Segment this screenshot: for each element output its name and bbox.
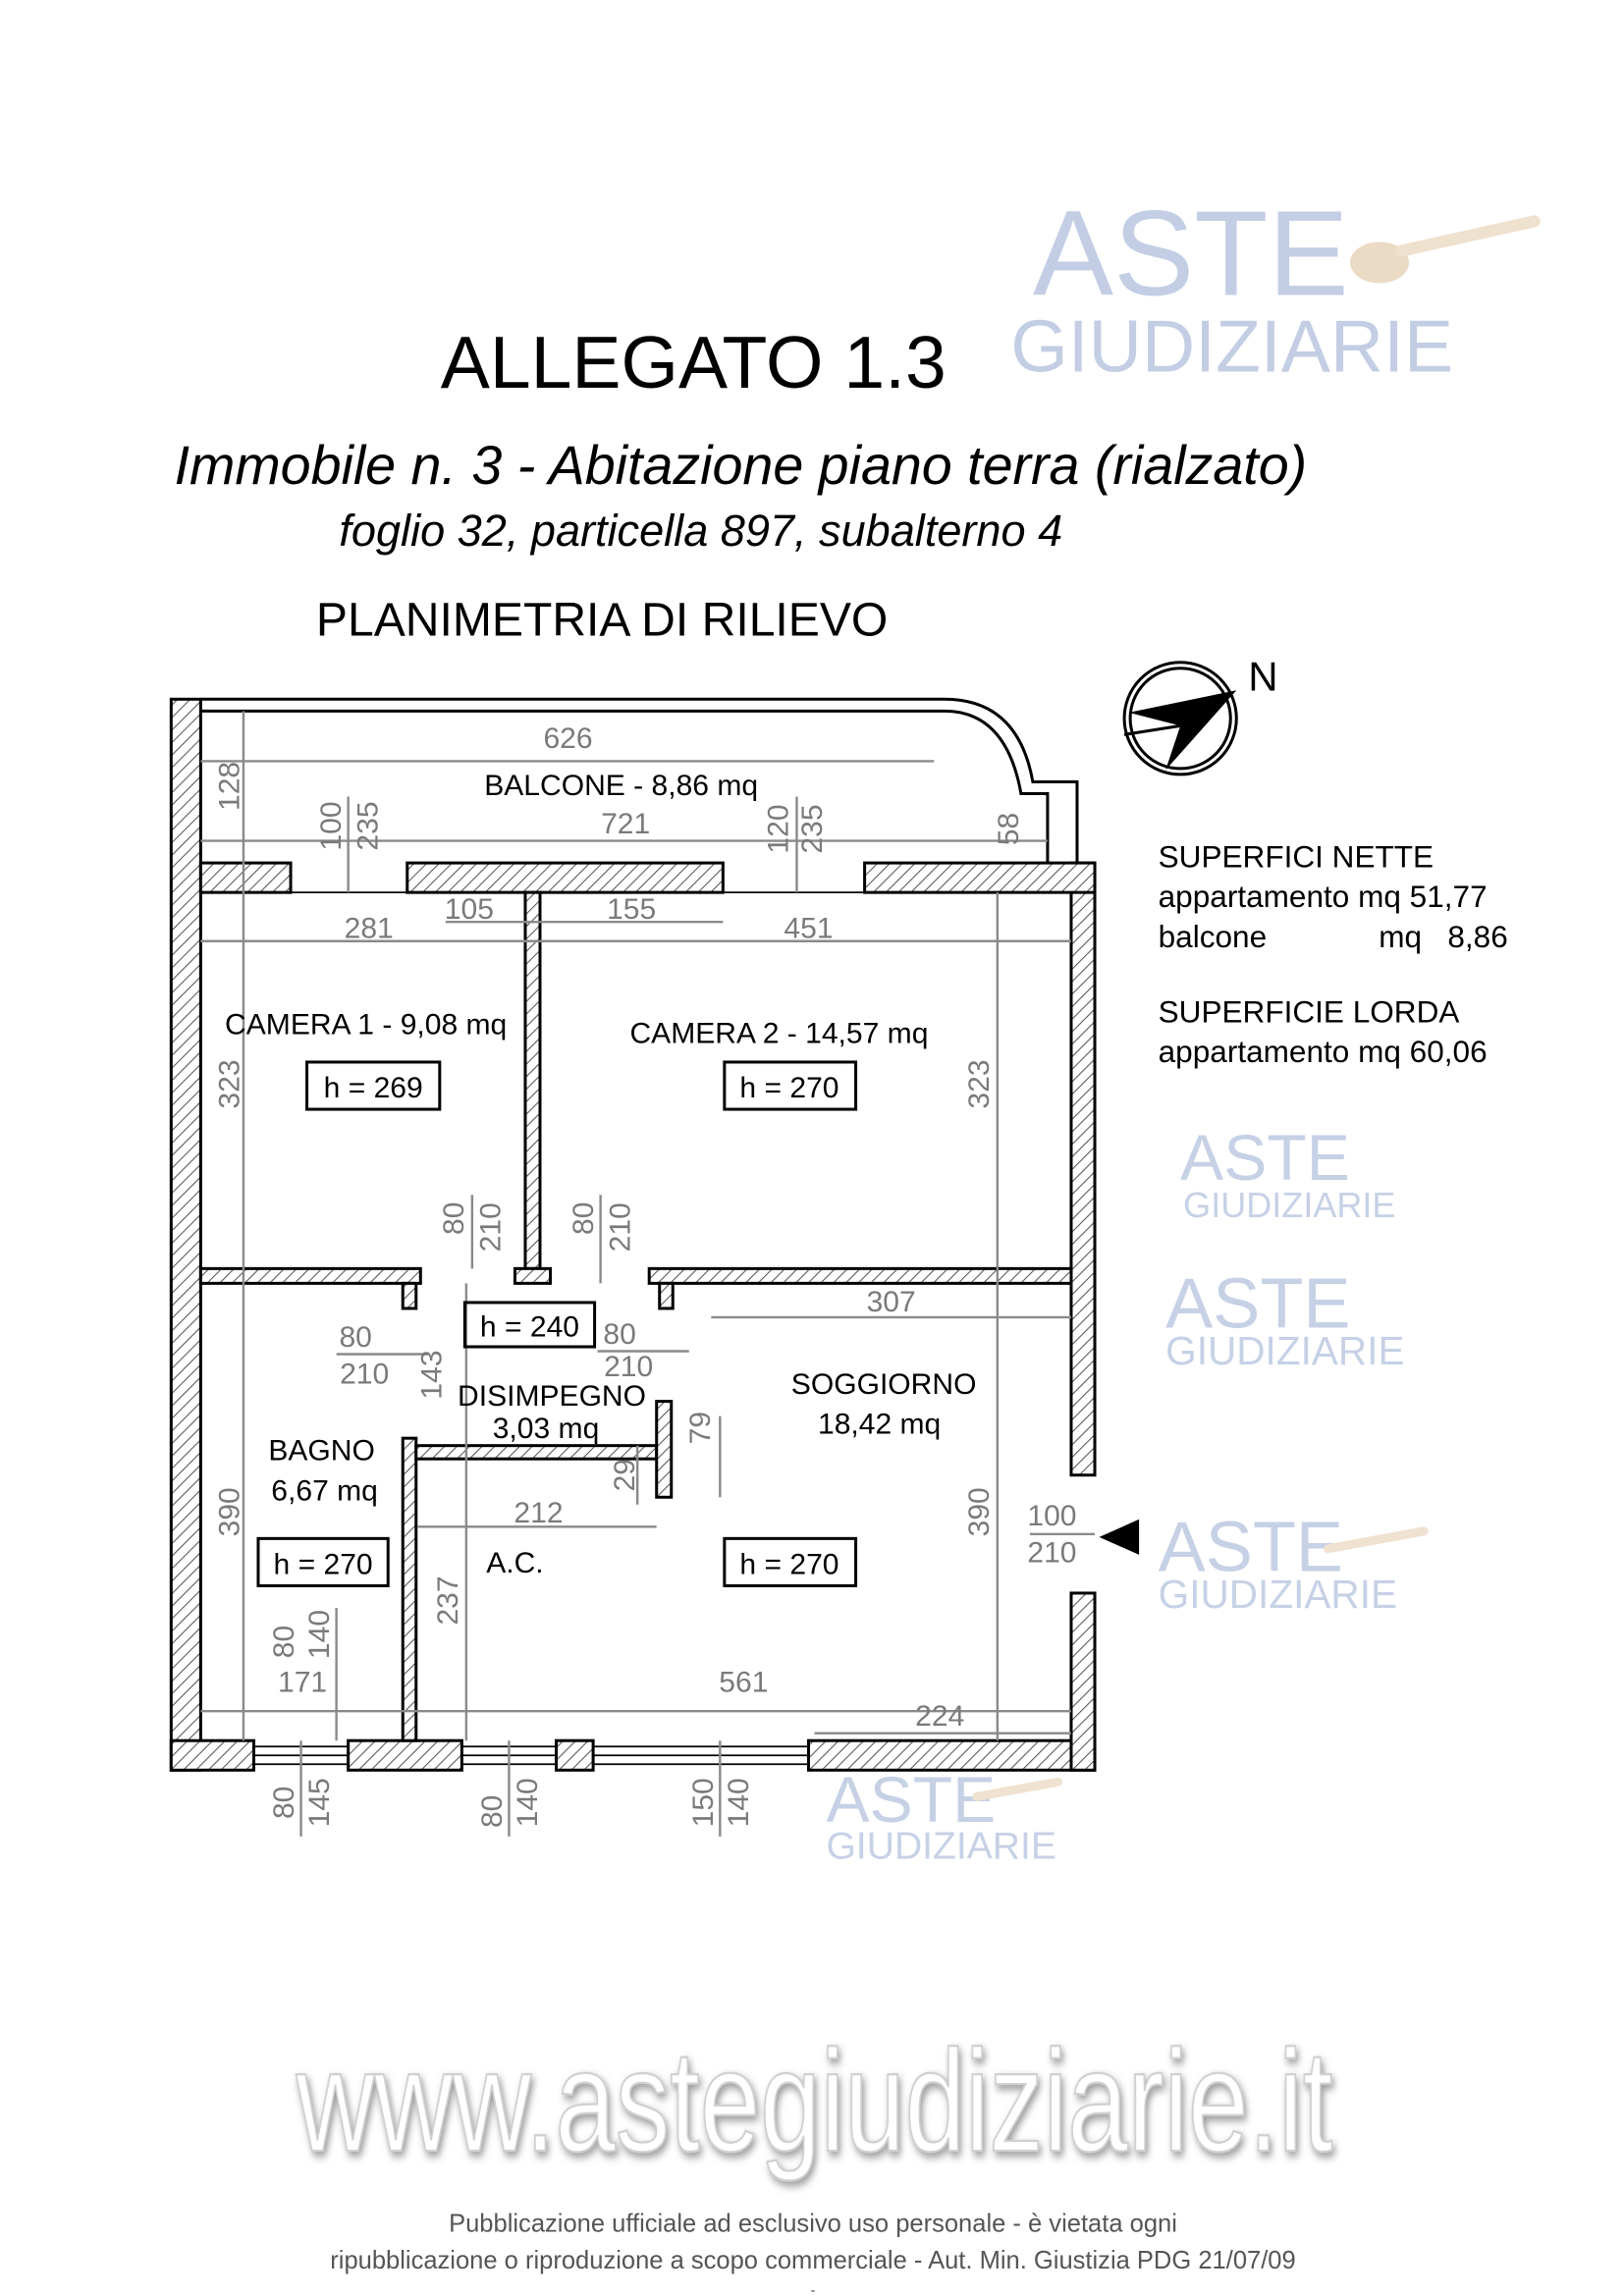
- footer-mark: -: [810, 2282, 815, 2296]
- dim-label: 155: [607, 893, 656, 926]
- dimension-lines: [200, 711, 1096, 1837]
- dim-label: 390: [213, 1487, 245, 1536]
- dim-label: 105: [445, 893, 494, 926]
- net-balcony-label: balcone: [1159, 919, 1268, 954]
- hallway-height: h = 240: [480, 1310, 579, 1343]
- dim-label: 307: [867, 1286, 916, 1318]
- dim-label: 80: [568, 1202, 600, 1235]
- footer-line-1: Pubblicazione ufficiale ad esclusivo uso…: [449, 2211, 1177, 2238]
- balcony-label: BALCONE - 8,86 mq: [484, 770, 758, 802]
- bedroom-1-label: CAMERA 1 - 9,08 mq: [225, 1008, 507, 1041]
- dim-label: 140: [512, 1778, 544, 1827]
- svg-text:ASTE: ASTE: [1165, 1264, 1350, 1343]
- bedroom-2-label: CAMERA 2 - 14,57 mq: [629, 1017, 928, 1049]
- svg-text:GIUDIZIARIE: GIUDIZIARIE: [827, 1825, 1056, 1867]
- svg-text:GIUDIZIARIE: GIUDIZIARIE: [1010, 305, 1453, 388]
- dim-label: 210: [474, 1202, 507, 1252]
- bathroom-height: h = 270: [274, 1548, 373, 1580]
- dim-label: 212: [514, 1497, 563, 1529]
- bedroom-2-height: h = 270: [739, 1072, 839, 1104]
- north-label: N: [1248, 653, 1277, 699]
- watermark-logo-large: ASTE GIUDIZIARIE: [1010, 187, 1541, 388]
- bedroom-1-height: h = 269: [324, 1072, 423, 1104]
- dim-label: 171: [278, 1667, 327, 1699]
- dim-label: 626: [543, 722, 592, 755]
- svg-text:ASTE: ASTE: [1180, 1122, 1350, 1195]
- balcony-outline: [200, 697, 1079, 864]
- dim-label: 140: [723, 1778, 755, 1827]
- dim-label: 224: [915, 1700, 964, 1733]
- dim-label: 390: [963, 1487, 996, 1536]
- bathroom-label: BAGNO: [268, 1435, 375, 1468]
- dimension-labels-vertical: 128 100 235 120 235 58 323 323 80 210 80…: [213, 762, 1024, 1828]
- watermark-logo-bottom: ASTE GIUDIZIARIE: [827, 1764, 1062, 1867]
- dim-label: 80: [268, 1787, 300, 1819]
- plan-title: PLANIMETRIA DI RILIEVO: [316, 594, 888, 647]
- dim-label: 210: [340, 1359, 389, 1391]
- dim-label: 210: [605, 1202, 637, 1252]
- north-arrow-icon: N: [1122, 653, 1278, 776]
- svg-text:ASTE: ASTE: [1159, 1508, 1343, 1586]
- svg-text:GIUDIZIARIE: GIUDIZIARIE: [1183, 1185, 1395, 1225]
- net-surfaces-title: SUPERFICI NETTE: [1159, 839, 1434, 875]
- watermark-logo-right-top: ASTE GIUDIZIARIE: [1165, 1264, 1404, 1373]
- dim-label: 150: [687, 1778, 720, 1827]
- document-title: ALLEGATO 1.3: [441, 321, 947, 403]
- dim-label: 58: [993, 813, 1025, 845]
- dim-label: 140: [303, 1610, 336, 1659]
- dim-label: 145: [303, 1778, 336, 1827]
- dim-label: 210: [604, 1351, 653, 1383]
- dim-label: 235: [352, 801, 385, 850]
- dim-label: 80: [603, 1318, 635, 1351]
- gross-apartment-area: appartamento mq 60,06: [1159, 1034, 1488, 1069]
- dim-label: 80: [268, 1626, 300, 1658]
- dim-label: 80: [438, 1202, 470, 1235]
- watermark-logo-small: ASTE GIUDIZIARIE: [1180, 1122, 1395, 1225]
- dim-label: 79: [684, 1412, 717, 1444]
- dim-label: 235: [796, 804, 829, 853]
- entrance-arrow-icon: [1099, 1519, 1140, 1555]
- hallway-label: DISIMPEGNO: [458, 1380, 646, 1413]
- dim-label: 120: [762, 804, 794, 853]
- gross-surface-title: SUPERFICIE LORDA: [1159, 993, 1460, 1029]
- dimension-labels-horizontal: 626 721 281 105 155 451 307 80 210 80 21…: [278, 722, 1077, 1733]
- dim-label: 281: [345, 913, 394, 945]
- watermark-url: www.astegiudiziarie.it: [296, 2019, 1333, 2181]
- svg-text:GIUDIZIARIE: GIUDIZIARIE: [1165, 1328, 1404, 1373]
- dim-label: 561: [719, 1667, 768, 1699]
- bathroom-area: 6,67 mq: [271, 1474, 378, 1507]
- ac-label: A.C.: [486, 1547, 543, 1579]
- net-balcony-value: mq 8,86: [1379, 919, 1508, 954]
- living-room-area: 18,42 mq: [818, 1409, 941, 1441]
- living-room-height: h = 270: [739, 1548, 839, 1580]
- cadastral-reference: foglio 32, particella 897, subalterno 4: [339, 506, 1062, 556]
- footer-line-2: ripubblicazione o riproduzione a scopo c…: [330, 2247, 1295, 2274]
- dim-label: 451: [784, 913, 833, 945]
- dim-label: 237: [432, 1575, 464, 1625]
- dim-label: 80: [339, 1321, 371, 1354]
- dim-label: 80: [476, 1795, 509, 1828]
- dim-label: 100: [315, 801, 348, 850]
- svg-text:ASTE: ASTE: [1033, 187, 1349, 322]
- dim-label: 721: [601, 808, 650, 840]
- net-apartment-area: appartamento mq 51,77: [1159, 879, 1488, 914]
- dim-label: 323: [963, 1059, 996, 1108]
- dim-label: 323: [213, 1059, 245, 1108]
- dim-label: 100: [1027, 1500, 1076, 1532]
- dim-label: 143: [415, 1350, 448, 1399]
- svg-text:ASTE: ASTE: [827, 1764, 997, 1837]
- dim-label: 29: [609, 1459, 641, 1491]
- room-labels: BALCONE - 8,86 mq CAMERA 1 - 9,08 mq h =…: [225, 770, 977, 1587]
- dim-label: 128: [213, 762, 245, 811]
- property-subtitle: Immobile n. 3 - Abitazione piano terra (…: [175, 435, 1308, 496]
- svg-text:GIUDIZIARIE: GIUDIZIARIE: [1159, 1572, 1397, 1617]
- hallway-area: 3,03 mq: [493, 1413, 600, 1445]
- living-room-label: SOGGIORNO: [791, 1368, 977, 1401]
- dim-label: 210: [1027, 1536, 1076, 1569]
- watermark-logo-right-bottom: ASTE GIUDIZIARIE: [1159, 1508, 1429, 1617]
- walls: [169, 697, 1097, 1772]
- surfaces-summary: SUPERFICI NETTE appartamento mq 51,77 ba…: [1159, 839, 1508, 1069]
